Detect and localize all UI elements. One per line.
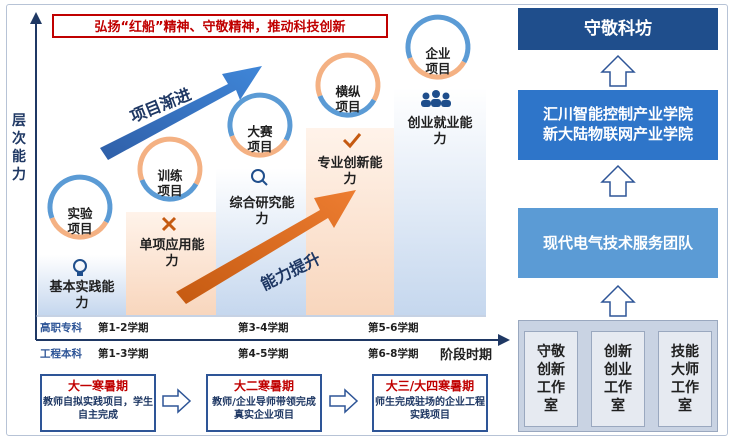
- summer-box-3-body: 师生完成驻场的企业工程实践项目: [375, 397, 485, 421]
- right-middle-box: 汇川智能控制产业学院 新大陆物联网产业学院: [518, 90, 718, 160]
- row-label-vocational: 高职专科: [40, 322, 82, 334]
- outer-frame: [6, 4, 728, 436]
- project-progress-arrow: [100, 66, 262, 160]
- x-axis-label: 阶段时期: [440, 348, 493, 363]
- summer-box-2-head: 大二寒暑期: [233, 379, 294, 393]
- checkmark-icon: [342, 133, 362, 149]
- right-flow-arrows: [600, 54, 636, 317]
- y-axis-label-text: 层次能力: [12, 113, 26, 183]
- ability-1: 基本实践能力: [49, 280, 115, 311]
- ring-project-5-text: 企业项目: [425, 46, 451, 76]
- ring-arcs: [47, 14, 471, 240]
- ability-4: 专业创新能力: [317, 156, 383, 187]
- ring-project-3-text: 大赛项目: [247, 124, 273, 154]
- ring-project-4: 横纵项目: [317, 68, 379, 130]
- summer-box-3-head: 大三/大四寒暑期: [385, 379, 475, 393]
- summer-box-1: 大一寒暑期 教师自拟实践项目，学生自主完成: [40, 374, 156, 432]
- studio-2-text: 创新创业工作室: [604, 344, 632, 414]
- summer-box-3: 大三/大四寒暑期 师生完成驻场的企业工程实践项目: [372, 374, 488, 432]
- right-middle-line-1: 汇川智能控制产业学院: [542, 105, 693, 123]
- summer-box-1-head: 大一寒暑期: [67, 379, 128, 393]
- ring-project-2-text: 训练项目: [157, 168, 183, 198]
- lightbulb-icon: [73, 259, 87, 276]
- term-engineering-1: 第1-3学期: [98, 348, 149, 360]
- stair-2: [126, 212, 216, 315]
- right-middle-line-2: 新大陆物联网产业学院: [542, 125, 693, 143]
- x-axis-arrowhead: [498, 334, 510, 346]
- studio-1-text: 守敬创新工作室: [537, 344, 565, 414]
- ability-2: 单项应用能力: [139, 238, 205, 269]
- bottom-flow-arrows: [162, 388, 359, 414]
- stair-3: [216, 168, 306, 315]
- row-label-engineering: 工程本科: [40, 348, 82, 360]
- ring-project-1: 实验项目: [49, 190, 111, 252]
- term-vocational-3: 第5-6学期: [368, 322, 419, 334]
- stair-1: [38, 255, 126, 315]
- summer-box-2-body: 教师/企业导师带领完成真实企业项目: [212, 397, 316, 421]
- y-axis-arrowhead: [30, 12, 42, 24]
- studio-2: 创新创业工作室: [591, 331, 645, 427]
- ability-5: 创业就业能力: [407, 116, 473, 147]
- term-engineering-3: 第6-8学期: [368, 348, 419, 360]
- ability-3: 综合研究能力: [229, 196, 295, 227]
- term-vocational-1: 第1-2学期: [98, 322, 149, 334]
- summer-box-1-body: 教师自拟实践项目，学生自主完成: [43, 397, 153, 421]
- ring-project-5: 企业项目: [407, 30, 469, 92]
- magnifier-icon: [251, 169, 268, 186]
- term-vocational-2: 第3-4学期: [238, 322, 289, 334]
- title-banner: 弘扬“红船”精神、守敬精神，推动科技创新: [52, 14, 388, 38]
- ability-growth-arrow: [176, 190, 356, 304]
- studio-1: 守敬创新工作室: [524, 331, 578, 427]
- studio-3: 技能大师工作室: [658, 331, 712, 427]
- tools-icon: [161, 216, 177, 232]
- right-team-box: 现代电气技术服务团队: [518, 208, 718, 278]
- ring-project-4-text: 横纵项目: [335, 84, 361, 114]
- team-icon: [421, 90, 451, 107]
- studio-3-text: 技能大师工作室: [671, 344, 699, 414]
- term-engineering-2: 第4-5学期: [238, 348, 289, 360]
- stair-5: [394, 88, 486, 315]
- ring-project-2: 训练项目: [139, 152, 201, 214]
- ring-project-1-text: 实验项目: [67, 206, 93, 236]
- ring-project-3: 大赛项目: [229, 108, 291, 170]
- right-top-box: 守敬科坊: [518, 8, 718, 50]
- y-axis-label: 层次能力: [10, 112, 28, 184]
- summer-box-2: 大二寒暑期 教师/企业导师带领完成真实企业项目: [206, 374, 322, 432]
